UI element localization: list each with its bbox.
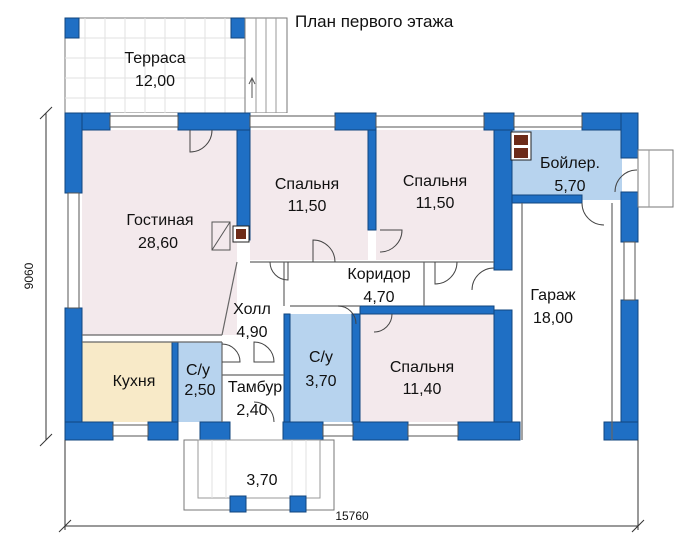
boiler-name: Бойлер. bbox=[540, 155, 600, 172]
terrace-name: Терраса bbox=[124, 50, 185, 67]
height-dimension: 9060 bbox=[22, 262, 36, 289]
terrace-tiles bbox=[65, 18, 245, 113]
wc2-name: С/у bbox=[309, 349, 333, 366]
garage-steps bbox=[637, 149, 674, 208]
kitchen-floor bbox=[82, 342, 172, 422]
porch bbox=[183, 439, 335, 513]
stair-icon bbox=[211, 221, 231, 251]
tambur-name: Тамбур bbox=[228, 379, 282, 396]
porch-area: 3,70 bbox=[246, 472, 277, 489]
wc2-floor bbox=[290, 314, 352, 422]
terrace bbox=[64, 17, 288, 114]
plan-title: План первого этажа bbox=[295, 12, 454, 31]
hall-area: 4,90 bbox=[236, 324, 267, 341]
bedroom1-area: 11,50 bbox=[288, 198, 327, 215]
partitions bbox=[82, 203, 613, 440]
living-room-name: Гостиная bbox=[126, 212, 193, 229]
width-dimension: 15760 bbox=[335, 509, 369, 523]
garage-area: 18,00 bbox=[533, 310, 573, 327]
wc1-floor bbox=[178, 342, 222, 422]
bedroom2-floor bbox=[376, 130, 494, 260]
bedroom1-floor bbox=[250, 130, 368, 260]
hall-name: Холл bbox=[233, 301, 271, 318]
bedroom3-name: Спальня bbox=[390, 359, 454, 376]
doors bbox=[189, 129, 638, 423]
kitchen-name: Кухня bbox=[113, 373, 156, 390]
wc1-area: 2,50 bbox=[184, 382, 215, 399]
bedroom2-area: 11,50 bbox=[416, 195, 455, 212]
dimension-lines bbox=[39, 106, 645, 533]
bedroom2-name: Спальня bbox=[403, 173, 467, 190]
boiler-icon bbox=[510, 131, 532, 161]
wc1-name: С/у bbox=[186, 362, 210, 379]
living-room-floor bbox=[82, 130, 237, 335]
bedroom3-floor bbox=[360, 314, 494, 422]
windows bbox=[67, 115, 636, 437]
bedroom3-area: 11,40 bbox=[403, 381, 442, 398]
bedroom1-name: Спальня bbox=[275, 176, 339, 193]
wc2-area: 3,70 bbox=[305, 373, 336, 390]
tambur-area: 2,40 bbox=[236, 402, 267, 419]
boiler-area: 5,70 bbox=[554, 178, 585, 195]
living-room-area: 28,60 bbox=[138, 235, 178, 252]
garage-name: Гараж bbox=[530, 287, 575, 304]
chimney-icon bbox=[232, 225, 250, 243]
corridor-name: Коридор bbox=[347, 266, 410, 283]
terrace-area: 12,00 bbox=[135, 73, 175, 90]
corridor-area: 4,70 bbox=[363, 289, 394, 306]
